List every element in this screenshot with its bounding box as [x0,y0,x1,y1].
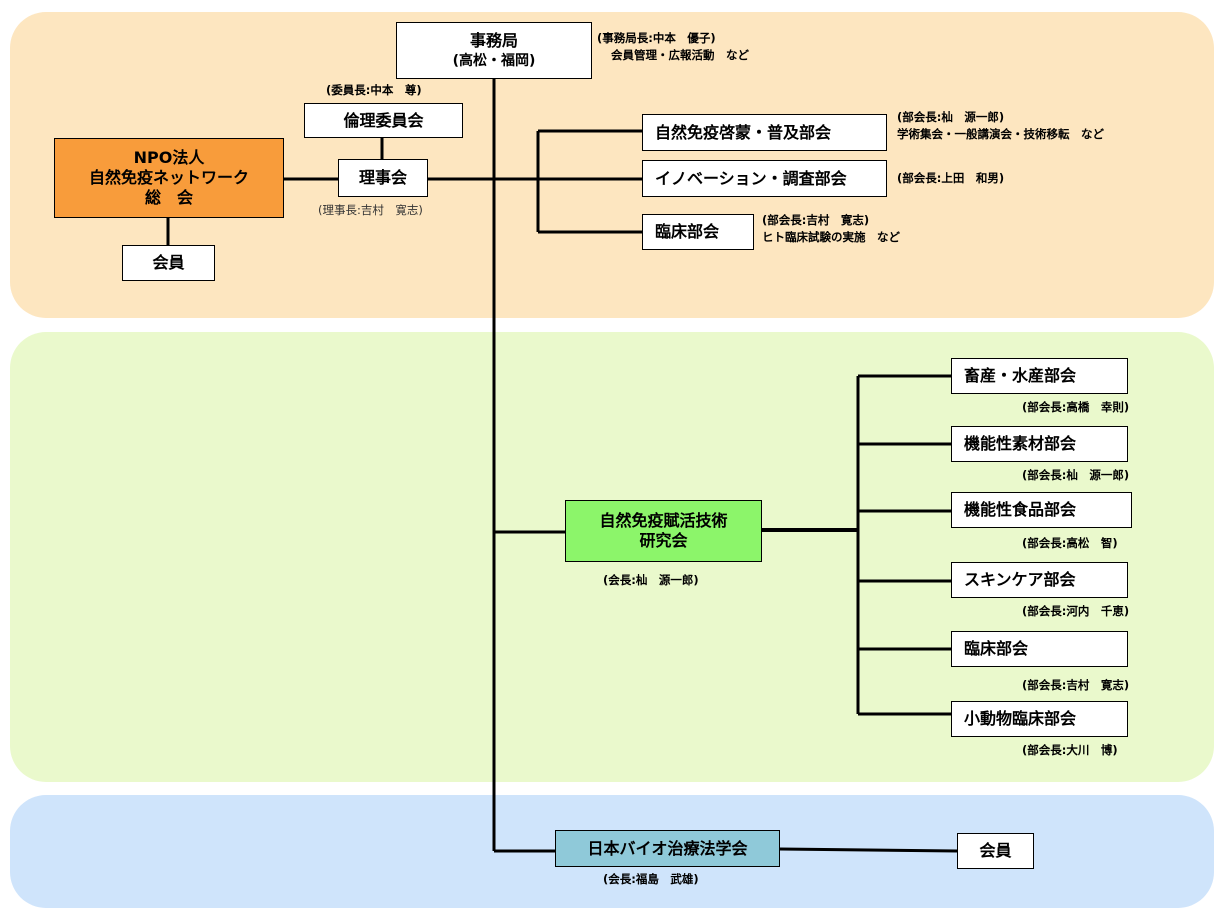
research-department-note: (部会長:高橋 幸則) [1022,400,1130,414]
research-note: (会長:杣 源一郎) [603,573,699,587]
research-department-box: 畜産・水産部会 [951,358,1128,394]
research-department-box: スキンケア部会 [951,562,1128,598]
research-box: 自然免疫賦活技術 研究会 [565,500,762,562]
society-member-label: 会員 [979,841,1012,860]
assembly-box: NPO法人 自然免疫ネットワーク 総 会 [54,138,284,218]
upper-department-box: 臨床部会 [642,214,754,250]
upper-department-note: (部会長:杣 源一郎) 学術集会・一般講演会・技術移転 など [897,109,1104,143]
upper-department-label: 臨床部会 [655,222,720,241]
assembly-member-label: 会員 [152,253,185,272]
assembly-org-type: NPO法人 [133,148,205,167]
upper-department-duties: 学術集会・一般講演会・技術移転 など [897,127,1104,141]
upper-department-head: (部会長:杣 源一郎) [897,110,1005,124]
secretariat-head: (事務局長:中本 優子) [597,31,716,45]
upper-department-duties: ヒト臨床試験の実施 など [762,230,900,244]
secretariat-box: 事務局 (高松・福岡) [396,22,592,79]
research-department-label: 小動物臨床部会 [964,709,1077,728]
board-note: (理事長:吉村 寛志) [318,203,423,217]
society-label: 日本バイオ治療法学会 [587,838,748,858]
ethics-committee-label: 倫理委員会 [343,110,424,130]
society-note: (会長:福島 武雄) [603,872,699,886]
society-member-box: 会員 [957,833,1034,869]
research-department-note: (部会長:河内 千恵) [1022,604,1130,618]
upper-department-note: (部会長:吉村 寛志) ヒト臨床試験の実施 など [762,212,900,246]
secretariat-note: (事務局長:中本 優子) 会員管理・広報活動 など [597,30,749,64]
research-department-note: (部会長:高松 智) [1022,536,1118,550]
upper-department-label: イノベーション・調査部会 [655,168,847,188]
assembly-org-name: 自然免疫ネットワーク [88,168,249,187]
assembly-title: 総 会 [144,188,193,207]
research-department-label: 機能性食品部会 [964,500,1077,519]
assembly-member-box: 会員 [122,245,215,281]
ethics-note: (委員長:中本 尊) [326,83,422,97]
upper-department-head: (部会長:吉村 寛志) [762,213,870,227]
research-department-note: (部会長:吉村 寛志) [1022,678,1130,692]
research-department-note: (部会長:大川 博) [1022,743,1118,757]
upper-department-head: (部会長:上田 和男) [897,171,1005,185]
upper-department-label: 自然免疫啓蒙・普及部会 [655,122,832,142]
secretariat-location: (高松・福岡) [452,52,536,69]
board-box: 理事会 [338,159,428,197]
research-department-box: 臨床部会 [951,631,1128,667]
research-department-box: 小動物臨床部会 [951,701,1128,737]
upper-department-box: 自然免疫啓蒙・普及部会 [642,114,887,151]
research-department-box: 機能性食品部会 [951,492,1132,528]
research-department-box: 機能性素材部会 [951,426,1128,462]
research-department-label: 機能性素材部会 [964,434,1077,453]
research-department-note: (部会長:杣 源一郎) [1022,468,1130,482]
ethics-committee-box: 倫理委員会 [304,103,463,138]
secretariat-title: 事務局 [469,30,518,50]
upper-department-box: イノベーション・調査部会 [642,160,887,197]
upper-department-note: (部会長:上田 和男) [897,170,1004,187]
research-title-line1: 自然免疫賦活技術 [599,511,728,530]
secretariat-duties: 会員管理・広報活動 など [611,48,749,62]
research-title-line2: 研究会 [639,531,688,550]
research-department-label: 臨床部会 [964,639,1029,658]
society-box: 日本バイオ治療法学会 [555,830,780,867]
research-department-label: スキンケア部会 [964,570,1076,589]
research-department-label: 畜産・水産部会 [964,366,1077,385]
board-label: 理事会 [358,168,407,187]
